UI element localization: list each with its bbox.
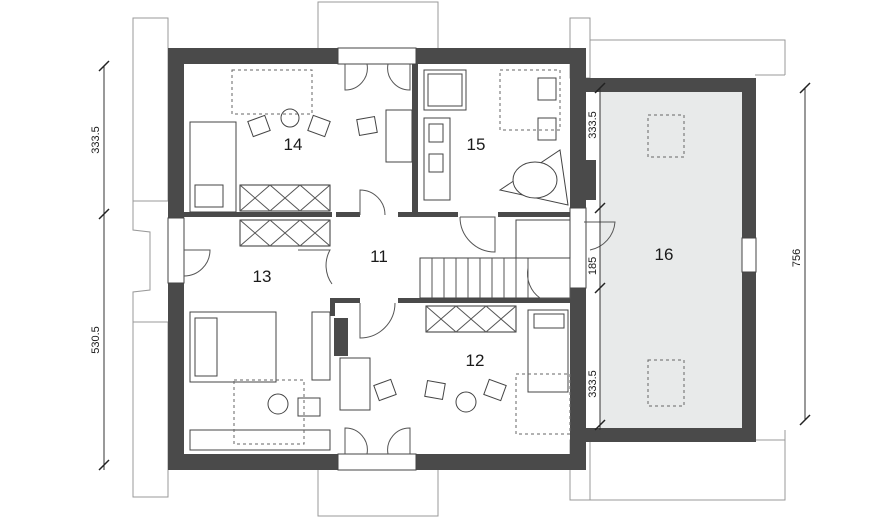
room-15-fixtures	[423, 69, 569, 206]
dimension-line-left: 333.5 530.5	[90, 60, 110, 471]
dim-inner-top: 333.5	[587, 111, 599, 139]
room-label-11: 11	[370, 247, 388, 266]
interior-walls	[184, 64, 570, 356]
windows	[167, 47, 587, 471]
dimension-line-right: 756	[791, 82, 811, 426]
exterior-walls	[168, 48, 756, 470]
garage-floor	[600, 92, 742, 428]
room-label-12: 12	[466, 351, 485, 370]
roof-outline	[132, 1, 786, 517]
dimension-line-inner: 333.5 185 333.5	[587, 82, 606, 431]
dim-left-bottom: 530.5	[90, 326, 102, 354]
room-13-furniture	[189, 219, 331, 451]
room-label-14: 14	[284, 135, 303, 154]
dim-right-overall: 756	[791, 249, 803, 267]
doors	[183, 63, 616, 455]
room-label-15: 15	[467, 135, 486, 154]
room-label-13: 13	[253, 267, 272, 286]
dim-left-top: 333.5	[90, 126, 102, 154]
dim-inner-mid: 185	[587, 257, 599, 275]
dim-inner-bottom: 333.5	[587, 370, 599, 398]
staircase	[419, 219, 571, 299]
room-label-16: 16	[655, 245, 674, 264]
room-12-furniture	[339, 305, 571, 435]
room-14-furniture	[189, 69, 413, 213]
room-labels: 14 15 11 13 12 16	[253, 135, 674, 370]
